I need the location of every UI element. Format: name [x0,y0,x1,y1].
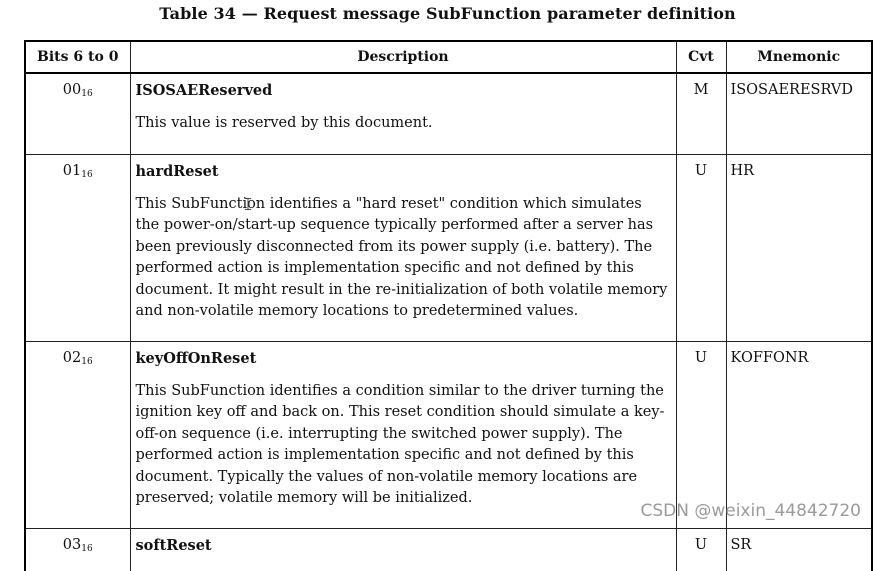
bits-cell: 0116 [25,155,130,342]
hex-subscript: 16 [81,357,92,367]
subfunction-description: This SubFunction identifies a "hard rese… [136,194,670,323]
table-row: 0316 softReset U SR [25,529,872,571]
subfunction-description: This SubFunction identifies a condition … [136,381,670,510]
description-cell: softReset [130,529,676,571]
subfunction-name: hardReset [136,161,670,183]
bits-cell: 0016 [25,73,130,155]
cvt-cell: U [676,155,726,342]
bits-cell: 0216 [25,342,130,529]
subfunction-table: Bits 6 to 0 Description Cvt Mnemonic 001… [24,40,873,571]
description-cell: hardReset This SubFunction identifies a … [130,155,676,342]
bits-cell: 0316 [25,529,130,571]
hex-subscript: 16 [81,170,92,180]
hex-subscript: 16 [81,89,92,99]
subfunction-name: keyOffOnReset [136,348,670,370]
header-cvt: Cvt [676,41,726,73]
description-cell: keyOffOnReset This SubFunction identifie… [130,342,676,529]
mnemonic-cell: ISOSAERESRVD [726,73,872,155]
mnemonic-cell: SR [726,529,872,571]
subfunction-name: ISOSAEReserved [136,80,670,102]
subfunction-description: This value is reserved by this document. [136,113,670,135]
table-row: 0016 ISOSAEReserved This value is reserv… [25,73,872,155]
table-title: Table 34 — Request message SubFunction p… [0,4,875,23]
header-bits: Bits 6 to 0 [25,41,130,73]
table-row: 0116 hardReset This SubFunction identifi… [25,155,872,342]
description-cell: ISOSAEReserved This value is reserved by… [130,73,676,155]
table-header-row: Bits 6 to 0 Description Cvt Mnemonic [25,41,872,73]
cvt-cell: M [676,73,726,155]
mnemonic-cell: HR [726,155,872,342]
subfunction-name: softReset [136,535,670,557]
header-mnemonic: Mnemonic [726,41,872,73]
text-cursor-icon [245,198,251,210]
watermark: CSDN @weixin_44842720 [640,501,861,521]
header-description: Description [130,41,676,73]
hex-subscript: 16 [81,544,92,554]
cvt-cell: U [676,529,726,571]
